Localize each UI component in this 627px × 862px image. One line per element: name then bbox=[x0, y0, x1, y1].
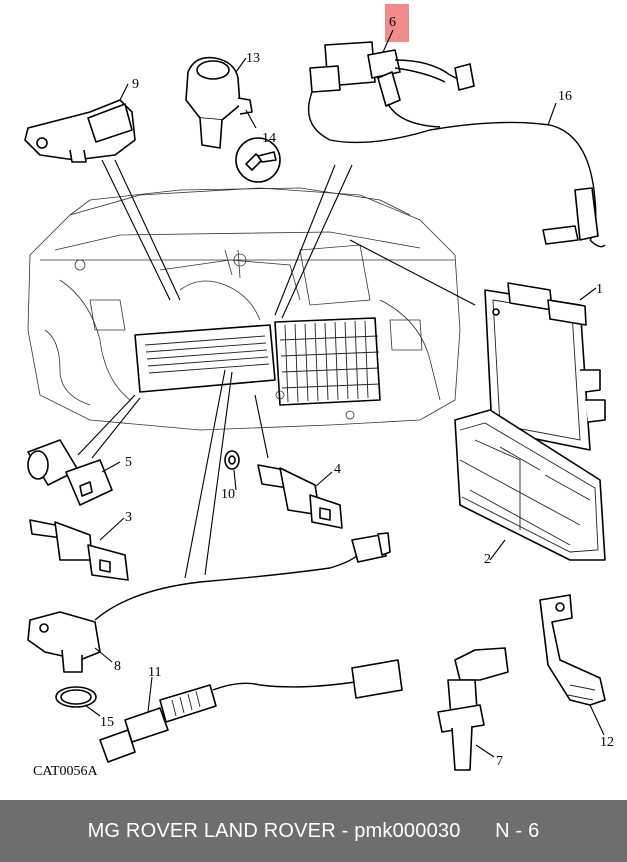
part-11-oxygen-sensor bbox=[99, 659, 403, 763]
callout-13: 13 bbox=[246, 51, 260, 66]
callout-1: 1 bbox=[596, 282, 603, 297]
callout-9: 9 bbox=[132, 77, 139, 92]
callout-11: 11 bbox=[148, 665, 161, 680]
callout-14: 14 bbox=[262, 131, 276, 146]
part-9-map-sensor bbox=[24, 99, 136, 163]
catalog-code: CAT0056A bbox=[33, 764, 98, 779]
part-7-cam-sensor bbox=[437, 647, 509, 771]
callout-3: 3 bbox=[125, 510, 132, 525]
footer-text: MG ROVER LAND ROVER - pmk000030 N - 6 bbox=[87, 820, 540, 842]
callout-8: 8 bbox=[114, 659, 121, 674]
callout-12: 12 bbox=[600, 735, 614, 750]
part-8-crank-sensor bbox=[27, 532, 391, 673]
highlight-box-part-6 bbox=[385, 4, 409, 42]
part-2-ecu-tray bbox=[454, 409, 606, 561]
engine-bay-illustration bbox=[27, 187, 461, 431]
part-4-sensor bbox=[257, 464, 343, 529]
part-1-ecu bbox=[484, 282, 606, 451]
callout-4: 4 bbox=[334, 462, 341, 477]
leader-lines bbox=[77, 29, 605, 758]
callout-5: 5 bbox=[125, 455, 132, 470]
part-3-sensor bbox=[29, 519, 129, 581]
callout-16: 16 bbox=[558, 89, 572, 104]
part-13-sensor bbox=[185, 56, 253, 149]
part-15-o-ring bbox=[55, 686, 97, 708]
callout-numbers: 1 2 3 4 5 6 7 8 9 10 11 12 13 14 15 16 bbox=[100, 15, 614, 769]
callout-7: 7 bbox=[496, 754, 503, 769]
callout-10: 10 bbox=[221, 487, 235, 502]
part-6-ignition-module bbox=[309, 41, 475, 107]
callout-2: 2 bbox=[484, 552, 491, 567]
footer-bar: MG ROVER LAND ROVER - pmk000030 N - 6 bbox=[0, 800, 627, 862]
part-16-wiring-harness bbox=[307, 91, 606, 248]
part-12-bracket bbox=[539, 594, 606, 706]
part-10-washer bbox=[224, 450, 240, 470]
callout-6: 6 bbox=[389, 15, 396, 30]
part-5-temperature-sensor bbox=[27, 439, 113, 506]
callout-15: 15 bbox=[100, 715, 114, 730]
part-14-bolt bbox=[235, 137, 281, 183]
exploded-parts-diagram: 1 2 3 4 5 6 7 8 9 10 11 12 13 14 15 16 bbox=[24, 4, 614, 771]
